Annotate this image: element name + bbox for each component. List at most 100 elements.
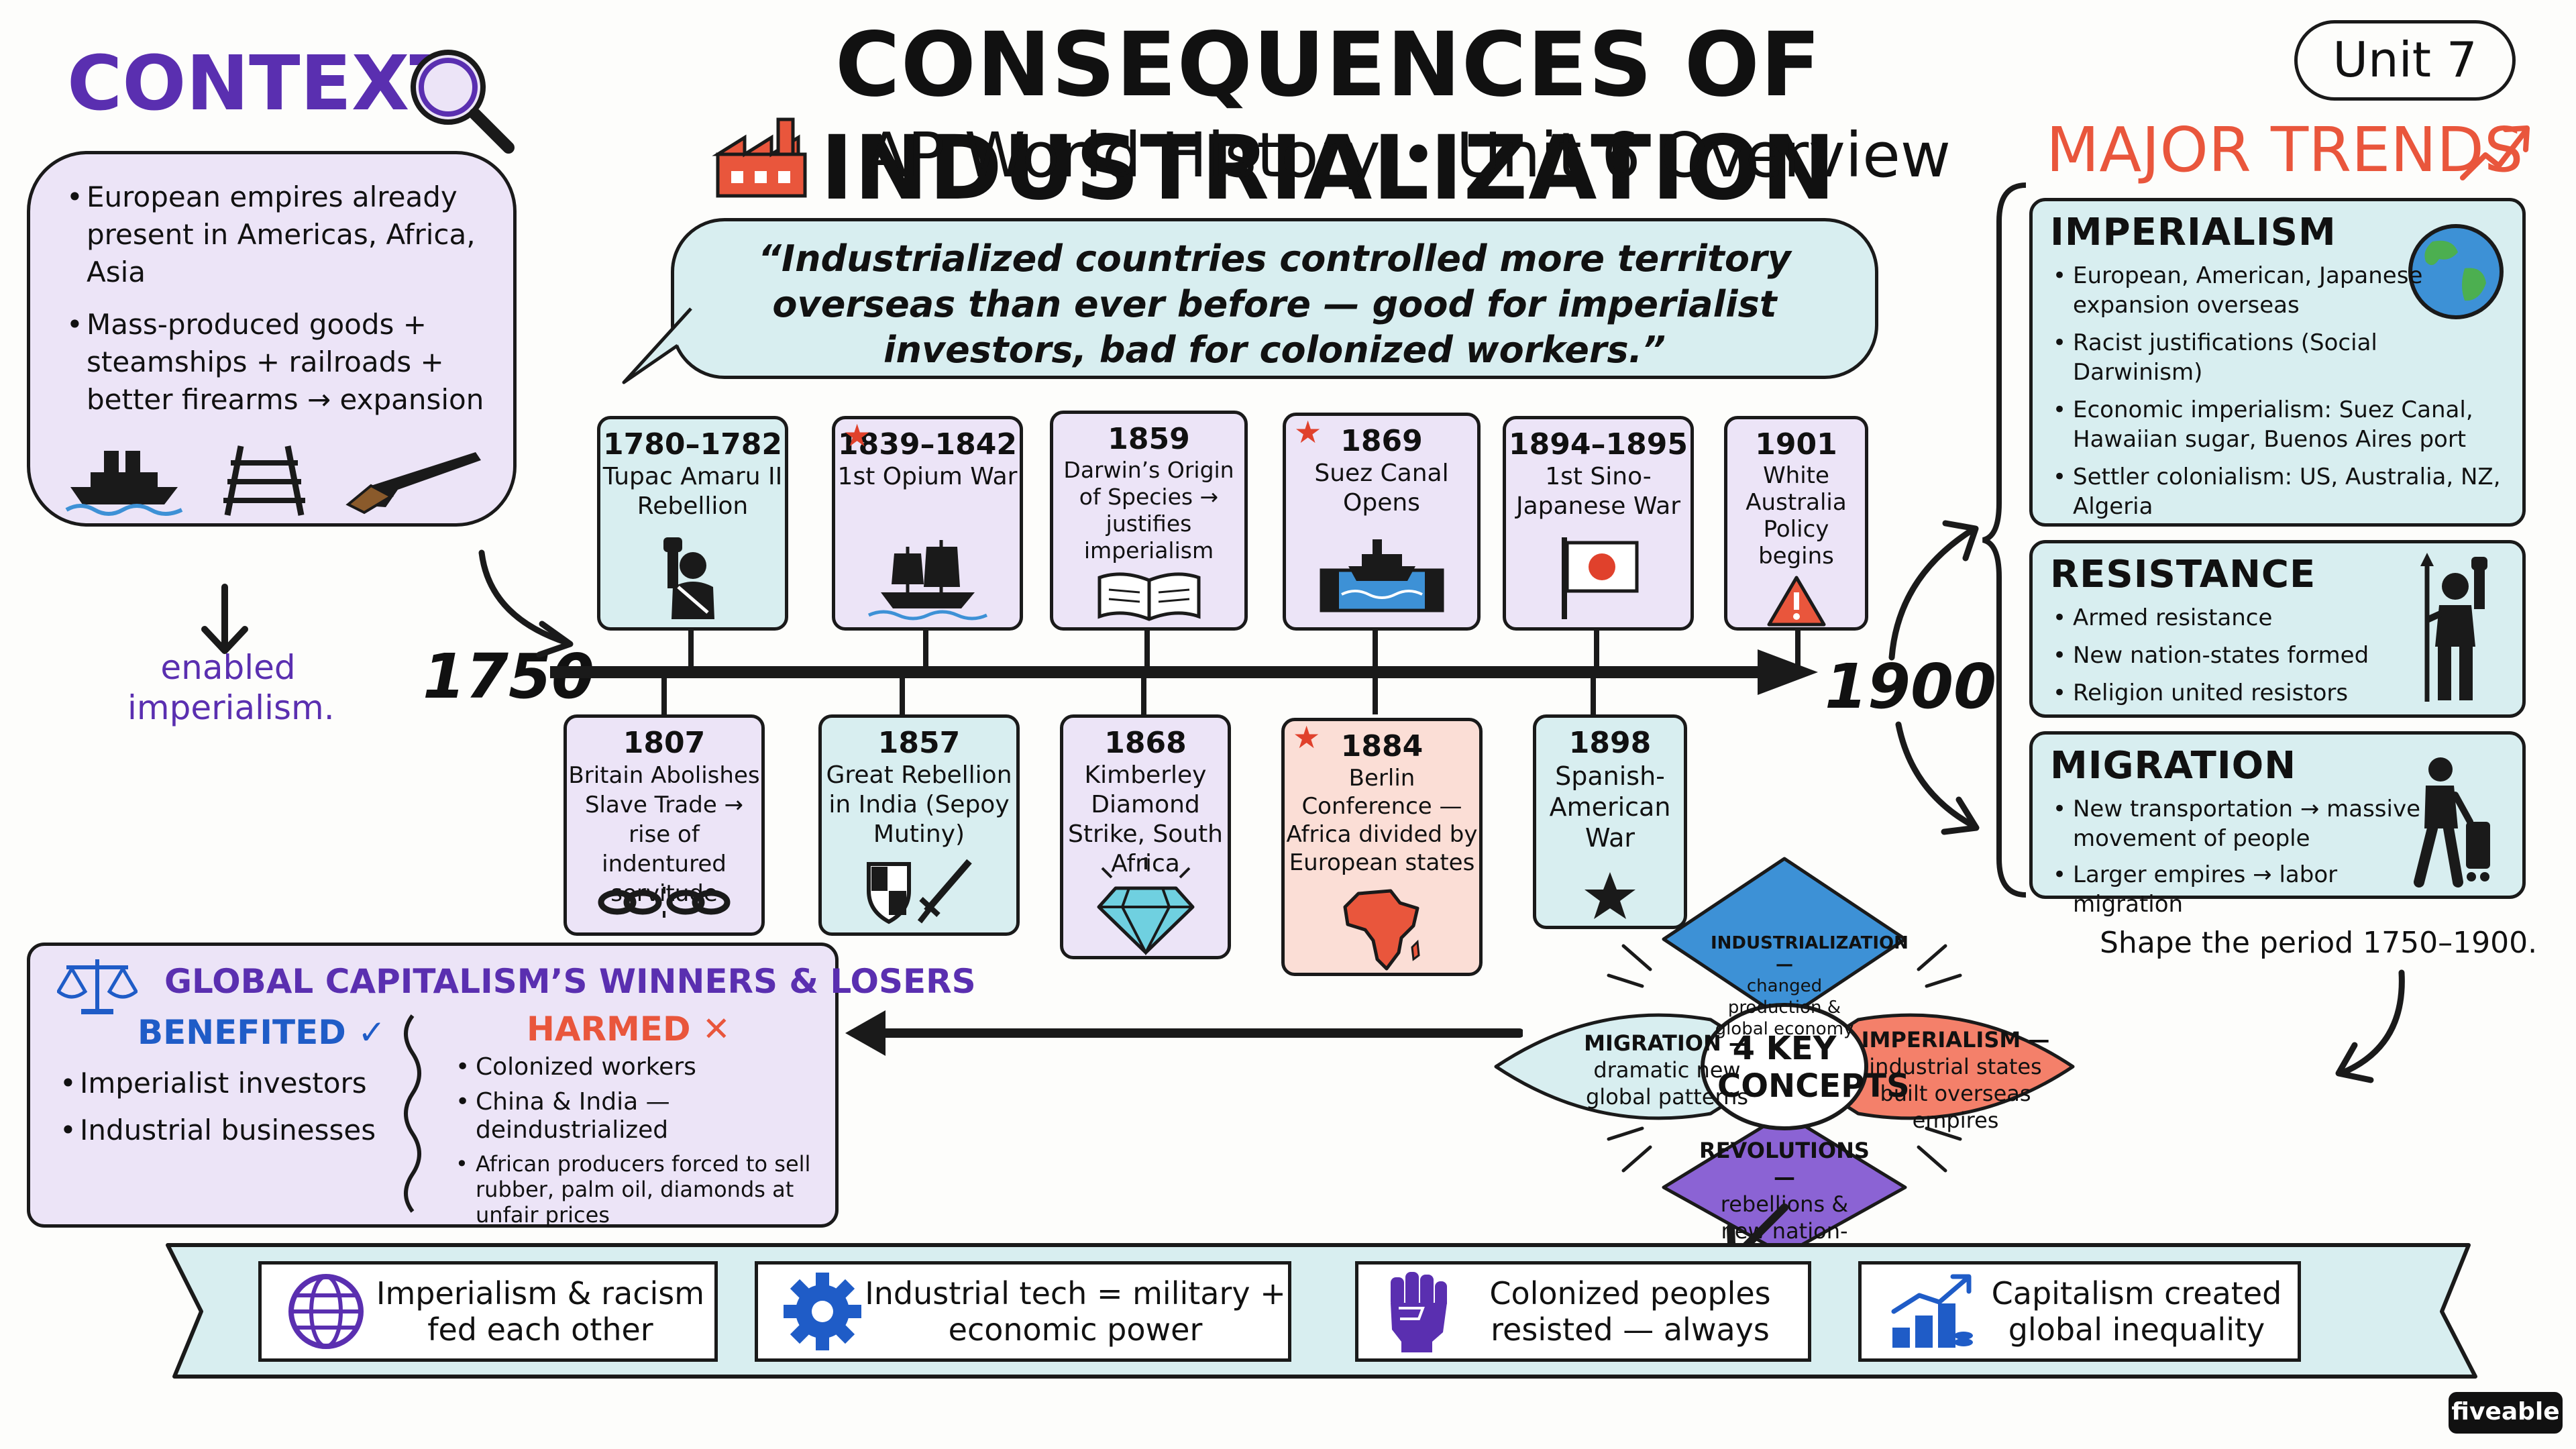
trend-up-arrow-icon — [2459, 117, 2532, 187]
broken-chain-icon — [598, 887, 731, 918]
timeline-end-label: 1900 — [1825, 651, 1997, 722]
event-label: White Australia Policy begins — [1746, 462, 1847, 570]
warning-icon — [1767, 576, 1825, 627]
concept-title: REVOLUTIONS — — [1699, 1138, 1870, 1190]
context-cloud: European empires already present in Amer… — [27, 151, 517, 527]
trend-bullet: Settler colonialism: US, Australia, NZ, … — [2050, 462, 2505, 521]
event-label: Spanish-American War — [1549, 761, 1671, 853]
page-title: CONSEQUENCES OF INDUSTRIALIZATION — [820, 13, 1837, 220]
event-year: 1901 — [1755, 427, 1837, 462]
takeaway-capitalism-inequality: Capitalism created global inequality — [1858, 1261, 2301, 1362]
magnifier-icon — [402, 42, 517, 158]
railroad-icon — [223, 445, 305, 516]
benefited-item: Industrial businesses — [57, 1107, 376, 1154]
concept-text: dramatic new global patterns — [1585, 1057, 1748, 1110]
capitalism-heading: GLOBAL CAPITALISM’S WINNERS & LOSERS — [164, 962, 976, 1001]
context-result: enabled imperialism. — [127, 648, 335, 727]
rifle-icon — [345, 452, 481, 515]
concept-title: IMPERIALISM — — [1861, 1027, 2050, 1053]
unit-badge: Unit 7 — [2294, 20, 2516, 101]
trends-brace — [1979, 181, 2033, 902]
context-bullet: Mass-produced goods + steamships + railr… — [64, 306, 493, 419]
page-subtitle: AP World History • Unit 6 Overview — [865, 119, 1951, 191]
trends-footer: Shape the period 1750–1900. — [2100, 926, 2538, 960]
africa-map-icon — [1343, 889, 1420, 971]
gear-icon — [784, 1273, 861, 1350]
takeaway-industrial-tech: Industrial tech = military + economic po… — [755, 1261, 1291, 1362]
timeline-connectors — [661, 631, 1801, 714]
star-icon — [1585, 872, 1635, 919]
takeaway-text: Colonized peoples resisted — always — [1489, 1275, 1771, 1348]
quote-text: “Industrialized countries controlled mor… — [758, 237, 1791, 371]
trend-imperialism: IMPERIALISM European, American, Japanese… — [2029, 198, 2526, 527]
factory-icon — [711, 114, 812, 204]
concept-industrialization: INDUSTRIALIZATION — changed production &… — [1711, 932, 1909, 1040]
globe-icon — [2408, 224, 2504, 319]
context-bullet: European empires already present in Amer… — [64, 178, 493, 291]
trend-bullet: New transportation → massive movement of… — [2050, 794, 2426, 853]
concept-text: industrial states built overseas empires — [1869, 1054, 2042, 1133]
japan-flag-icon — [1561, 537, 1638, 619]
event-label: Suez Canal Opens — [1314, 460, 1449, 517]
harmed-heading: HARMED ✕ — [527, 1010, 731, 1049]
event-year: 1807 — [623, 726, 706, 760]
harmed-item: Colonized workers — [453, 1053, 828, 1081]
event-darwin: 1859 Darwin’s Origin of Species → justif… — [1050, 411, 1248, 631]
trend-bullet: Larger empires → labor migration — [2050, 860, 2426, 919]
harmed-item: China & India — deindustrialized — [453, 1088, 828, 1144]
concepts-to-capitalism-arrow — [845, 1006, 1524, 1063]
event-suez-canal: ★ 1869 Suez Canal Opens — [1283, 413, 1481, 631]
concepts-diagram — [1489, 852, 2080, 1257]
event-berlin-conference: ★ 1884 Berlin Conference — Africa divide… — [1281, 718, 1483, 976]
event-great-rebellion: 1857 Great Rebellion in India (Sepoy Mut… — [818, 714, 1020, 936]
fist-icon — [1391, 1272, 1447, 1352]
star-icon: ★ — [1293, 719, 1321, 755]
canal-ship-icon — [1320, 539, 1444, 612]
open-book-icon — [1097, 572, 1200, 621]
context-icons — [64, 443, 493, 517]
takeaway-text: Capitalism created global inequality — [1991, 1275, 2282, 1348]
divider-brace — [404, 1014, 421, 1213]
trend-bullet: New nation-states formed — [2050, 641, 2505, 670]
trend-title: IMPERIALISM — [2050, 211, 2337, 254]
event-year: 1898 — [1568, 726, 1652, 760]
event-kimberley: 1868 Kimberley Diamond Strike, South Afr… — [1060, 714, 1231, 959]
context-down-arrow — [195, 584, 255, 660]
event-year: 1869 — [1340, 424, 1423, 458]
event-opium-war: ★ 1839–1842 1st Opium War — [832, 416, 1023, 631]
trend-bullet: Economic imperialism: Suez Canal, Hawaii… — [2050, 395, 2505, 454]
event-year: 1780–1782 — [603, 427, 782, 462]
takeaway-colonized-resisted: Colonized peoples resisted — always — [1355, 1261, 1811, 1362]
trends-to-concepts-arrow — [2328, 966, 2415, 1089]
quote-tail — [617, 295, 698, 392]
star-icon: ★ — [1294, 414, 1322, 450]
concept-migration: MIGRATION — dramatic new global patterns — [1576, 1030, 1758, 1110]
brand-logo: fiveable — [2449, 1392, 2563, 1434]
benefited-item: Imperialist investors — [57, 1060, 376, 1107]
trends-heading: MAJOR TRENDS — [2046, 114, 2524, 186]
event-label: Darwin’s Origin of Species → justifies i… — [1063, 457, 1234, 564]
concept-text: changed production & global economy — [1715, 976, 1854, 1039]
trend-bullet: Religion united resistors — [2050, 678, 2505, 708]
event-label: Berlin Conference — Africa divided by Eu… — [1286, 765, 1478, 876]
context-heading: CONTEXT — [67, 40, 461, 127]
event-spanish-american-war: 1898 Spanish-American War — [1533, 714, 1687, 929]
event-tupac-amaru: 1780–1782 Tupac Amaru II Rebellion — [597, 416, 788, 631]
event-year: 1839–1842 — [838, 427, 1017, 462]
event-year: 1894–1895 — [1509, 427, 1688, 462]
growth-chart-icon — [1891, 1274, 1973, 1348]
shield-sword-icon — [867, 859, 972, 924]
event-year: 1884 — [1340, 729, 1424, 763]
takeaway-text: Imperialism & racism fed each other — [376, 1275, 705, 1348]
globe-lines-icon — [288, 1274, 364, 1349]
concept-title: INDUSTRIALIZATION — — [1711, 933, 1909, 975]
concept-title: MIGRATION — — [1584, 1030, 1750, 1056]
quote-bubble: “Industrialized countries controlled mor… — [671, 218, 1878, 379]
event-white-australia: 1901 White Australia Policy begins — [1724, 416, 1868, 631]
trend-bullet: Armed resistance — [2050, 603, 2505, 633]
diamond-icon — [1097, 857, 1194, 955]
raised-fist-figure-icon — [663, 537, 714, 619]
event-label: Great Rebellion in India (Sepoy Mutiny) — [826, 761, 1012, 848]
timeline-to-trends-arrows — [1872, 496, 1992, 861]
trend-bullet: European, American, Japanese expansion o… — [2050, 261, 2426, 320]
